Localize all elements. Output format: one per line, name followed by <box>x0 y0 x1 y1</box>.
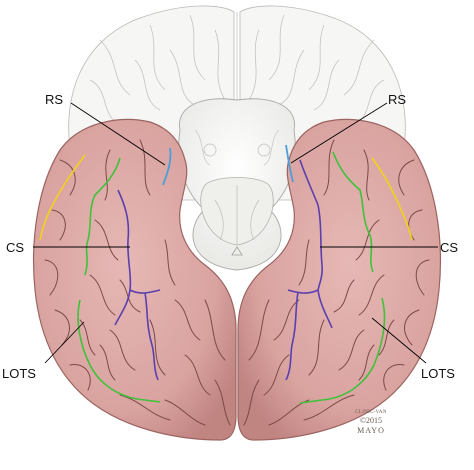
right-green-sulcus <box>299 151 386 404</box>
label-lots-left: LOTS <box>2 366 36 381</box>
right-blue-sulcus <box>285 144 294 183</box>
right-lobe <box>237 118 441 441</box>
label-cs-right: CS <box>440 240 459 255</box>
label-lots-right: LOTS <box>421 366 455 381</box>
credit-line-1: CLINIC-VAN <box>355 410 387 415</box>
left-yellow-sulcus <box>39 154 86 241</box>
left-purple-sulcus <box>114 189 161 381</box>
label-rs-left: RS <box>45 92 64 107</box>
label-rs-right: RS <box>388 92 407 107</box>
right-yellow-sulcus <box>371 157 413 241</box>
credit-line-3: MAYO <box>357 426 385 435</box>
leader-lines <box>33 102 438 364</box>
left-lobe <box>33 118 237 441</box>
left-sulci <box>44 139 231 426</box>
left-green-sulcus <box>77 157 161 403</box>
right-purple-sulcus <box>285 159 333 381</box>
left-blue-sulcus <box>162 147 172 186</box>
right-sulci <box>243 139 430 426</box>
brainstem <box>178 98 296 271</box>
label-cs-left: CS <box>6 240 25 255</box>
credit-line-2: ©2015 <box>359 416 383 425</box>
